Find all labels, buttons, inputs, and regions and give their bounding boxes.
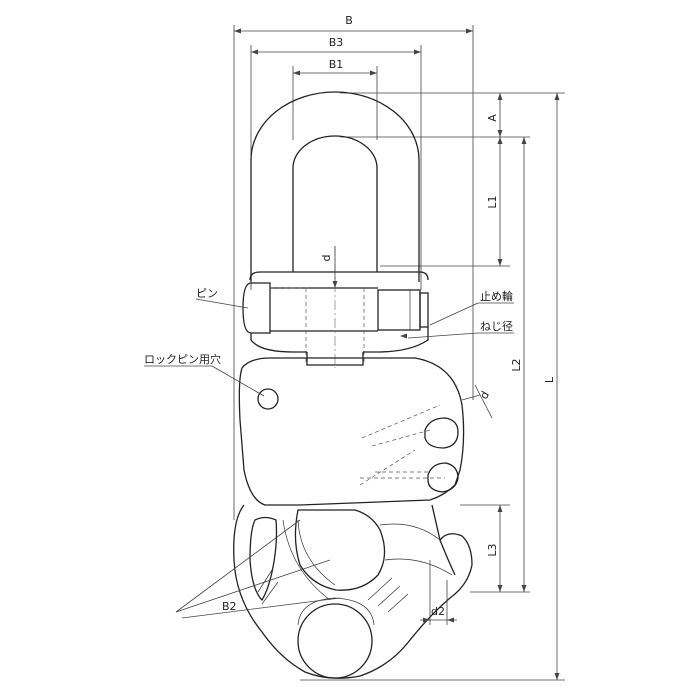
label-d2: d2 xyxy=(431,605,445,618)
label-retaining-ring: 止め輪 xyxy=(480,289,513,303)
bottom-eye xyxy=(297,603,373,679)
callout-pin: ピン xyxy=(195,287,249,309)
label-l2: L2 xyxy=(510,358,523,371)
label-screw-diameter: ねじ径 xyxy=(480,320,513,333)
label-lock-pin-hole: ロックピン用穴 xyxy=(144,352,221,366)
callout-lock-pin-hole: ロックピン用穴 xyxy=(144,352,265,397)
dimension-b3: B3 xyxy=(250,36,422,290)
dimension-l: L xyxy=(543,93,560,680)
pin-assembly: d xyxy=(242,246,429,368)
label-a: A xyxy=(486,114,499,122)
hook-body: d xyxy=(238,357,493,506)
label-l: L xyxy=(543,376,556,383)
label-b1: B1 xyxy=(329,58,344,71)
hook-lower xyxy=(233,504,473,679)
dimension-a: A xyxy=(486,93,503,137)
label-d-small: d xyxy=(477,389,492,402)
dimension-l1: L1 xyxy=(486,137,503,266)
callout-retaining-ring: 止め輪 xyxy=(429,289,514,326)
dimension-b: B xyxy=(233,14,474,520)
label-pin: ピン xyxy=(196,287,218,300)
dimension-d2: d2 xyxy=(420,560,457,625)
label-l3: L3 xyxy=(486,543,499,556)
lock-pin-hole xyxy=(257,388,279,410)
dimension-b1: B1 xyxy=(292,58,378,140)
label-b: B xyxy=(345,14,353,27)
label-l1: L1 xyxy=(486,195,499,208)
shackle-bow xyxy=(250,91,420,282)
label-b2: B2 xyxy=(222,600,237,613)
callout-screw-diameter: ねじ径 xyxy=(400,320,514,339)
label-d: d xyxy=(320,255,333,262)
dimension-l2: L2 xyxy=(510,137,527,592)
dimension-l3: L3 xyxy=(486,505,503,592)
dimension-b2: B2 xyxy=(175,519,341,619)
label-b3: B3 xyxy=(329,36,344,49)
